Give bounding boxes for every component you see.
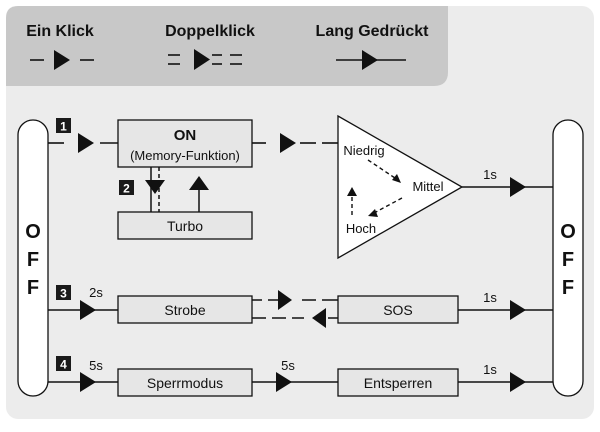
on-turbo-connectors [145, 167, 209, 212]
unlock-label: Entsperren [364, 375, 432, 391]
unlock-box: Entsperren [337, 368, 459, 397]
row3-entry-duration: 2s [89, 285, 103, 300]
level-high-label: Hoch [346, 221, 376, 236]
sos-box: SOS [337, 295, 459, 324]
legend-long-press-label: Lang Gedrückt [316, 23, 430, 40]
turbo-label: Turbo [167, 218, 203, 234]
svg-text:2: 2 [123, 182, 130, 196]
step-badge-1: 1 [56, 118, 71, 134]
to-strobe-arrow [312, 308, 326, 328]
off-right-pill: O F F [552, 119, 584, 397]
row1-exit-duration: 1s [483, 167, 497, 182]
off-left-letter-f2: F [27, 277, 39, 299]
step-badge-3: 3 [56, 285, 71, 301]
long-press-symbol [336, 50, 406, 70]
row4-connector-middle [252, 372, 338, 392]
row4-connector-out [458, 372, 553, 392]
row4-entry-duration: 5s [89, 358, 103, 373]
off-right-letter-f2: F [562, 277, 574, 299]
on-title: ON [174, 127, 197, 144]
step-badge-2: 2 [119, 180, 134, 196]
double-click-symbol [168, 49, 242, 70]
strobe-label: Strobe [164, 302, 205, 318]
lock-mode-label: Sperrmodus [147, 375, 223, 391]
turbo-box: Turbo [117, 211, 253, 240]
row1-connector-out [462, 177, 553, 197]
row3-connector-in [48, 300, 118, 320]
row4-connector-in [48, 372, 118, 392]
off-left-pill: O F F [17, 119, 49, 397]
row4-middle-duration: 5s [281, 358, 295, 373]
step-badge-4: 4 [56, 356, 71, 372]
svg-text:4: 4 [60, 358, 67, 372]
to-sos-arrow [278, 290, 292, 310]
release-up-arrow [189, 176, 209, 190]
legend-single-click-label: Ein Klick [26, 23, 94, 40]
row1-connector-in [48, 133, 118, 153]
off-left-letter-o: O [25, 221, 41, 243]
legend-background [6, 6, 448, 86]
legend-panel: Ein Klick Doppelklick Lang Gedrückt [6, 6, 448, 86]
off-right-letter-f1: F [562, 249, 574, 271]
off-left-letter-f1: F [27, 249, 39, 271]
row1-connector-to-levels [252, 133, 338, 153]
row3-connector-out [458, 300, 553, 320]
level-mid-label: Mittel [412, 179, 443, 194]
svg-text:3: 3 [60, 287, 67, 301]
legend-double-click-label: Doppelklick [165, 23, 255, 40]
svg-text:1: 1 [60, 120, 67, 134]
sos-label: SOS [383, 302, 413, 318]
off-right-letter-o: O [560, 221, 576, 243]
on-memory-box: ON (Memory-Funktion) [117, 119, 253, 168]
single-click-symbol [30, 50, 94, 70]
double-click-down-arrow [145, 180, 165, 194]
row4-exit-duration: 1s [483, 362, 497, 377]
brightness-levels-triangle: Niedrig Mittel Hoch [337, 114, 464, 260]
lock-mode-box: Sperrmodus [117, 368, 253, 397]
strobe-box: Strobe [117, 295, 253, 324]
strobe-sos-connectors [252, 290, 338, 328]
on-subtitle: (Memory-Funktion) [130, 148, 240, 163]
row3-exit-duration: 1s [483, 290, 497, 305]
level-low-label: Niedrig [343, 143, 384, 158]
